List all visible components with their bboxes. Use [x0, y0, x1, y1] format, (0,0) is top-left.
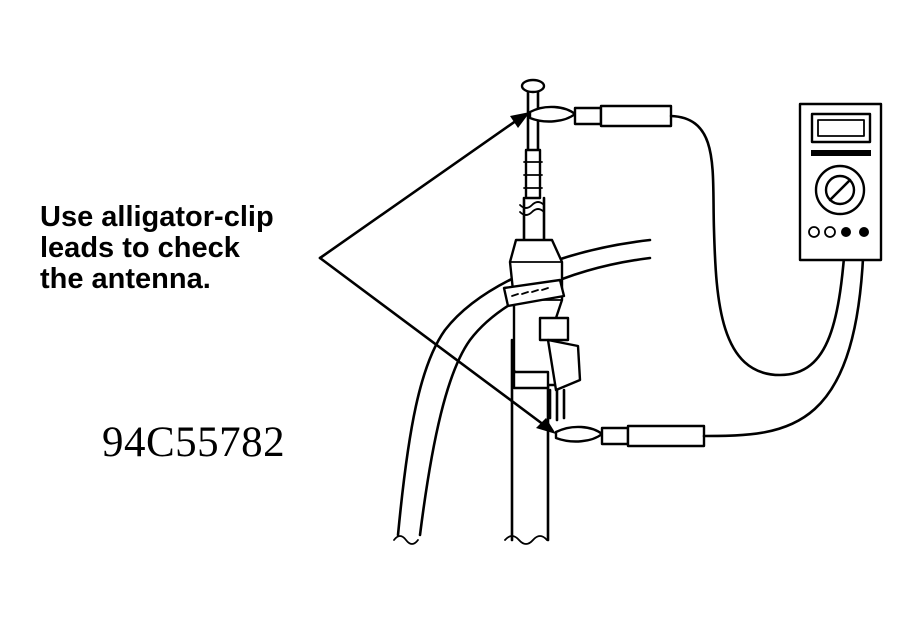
multimeter	[798, 102, 883, 262]
lower-clip-lead	[554, 230, 866, 448]
figure-id: 94C55782	[102, 419, 286, 466]
antenna-base	[502, 238, 582, 422]
callout-line-2: leads to check	[40, 232, 240, 264]
callout-line-3: the antenna.	[40, 263, 211, 295]
callout-line-1: Use alligator-clip	[40, 201, 274, 233]
callout-arrows	[318, 112, 556, 434]
fender-panel	[393, 238, 652, 545]
upper-clip-lead	[528, 104, 848, 377]
callout-text: Use alligator-clip leads to check the an…	[40, 202, 274, 295]
